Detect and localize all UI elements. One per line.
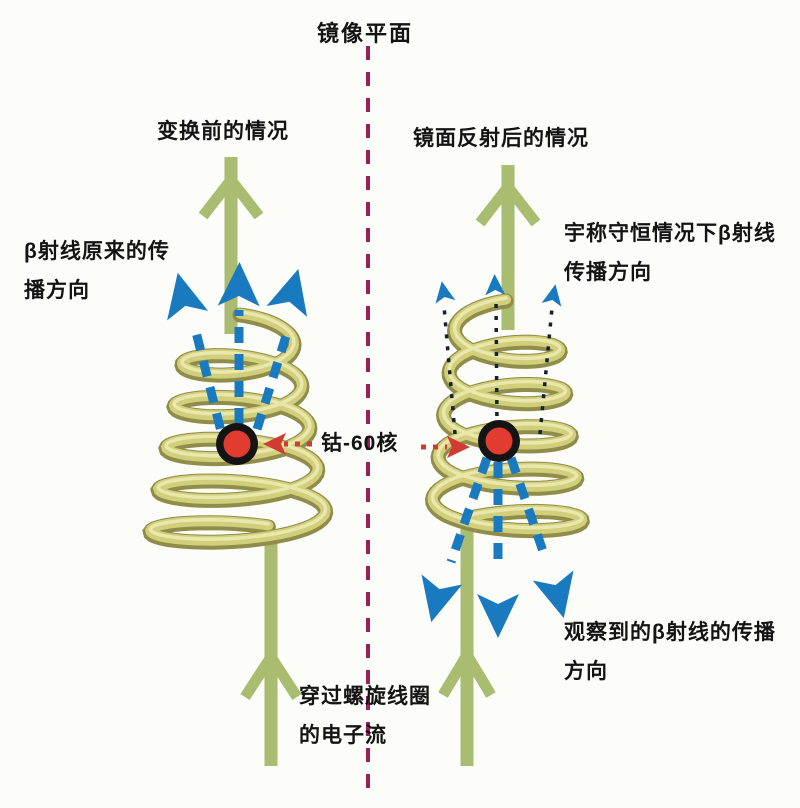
- cobalt-pointer-arrows: [263, 433, 470, 458]
- label-observed-beta-line2: 方向: [564, 660, 608, 683]
- label-parity-conserved-line2: 传播方向: [564, 261, 652, 284]
- right-down-arrowhead-left: [410, 574, 463, 628]
- label-beta-original-line1: β射线原来的传: [24, 240, 170, 263]
- left-beta-arrows-up: [157, 261, 319, 457]
- label-electron-flow-line2: 的电子流: [299, 724, 387, 747]
- left-bottom-arrow-feather: [240, 654, 302, 700]
- left-heading: 变换前的情况: [157, 120, 289, 143]
- cobalt-nucleus-left: [216, 423, 258, 465]
- cobalt-nucleus-right: [478, 420, 520, 462]
- mirror-plane-title: 镜像平面: [317, 21, 414, 46]
- label-electron-flow-line1: 穿过螺旋线圈: [299, 685, 431, 708]
- right-bottom-arrow-feather: [438, 652, 496, 698]
- label-parity-conserved-line1: 宇称守恒情况下β射线: [564, 222, 776, 245]
- right-solenoid-coil: [425, 293, 590, 539]
- label-observed-beta-line1: 观察到的β射线的传播: [564, 621, 776, 644]
- label-cobalt-60: 钴-60核: [321, 432, 399, 455]
- right-beta-arrows-down: [410, 456, 585, 638]
- label-parity-conserved: 宇称守恒情况下β射线 传播方向: [564, 214, 776, 292]
- right-down-arrowhead-center: [477, 594, 519, 638]
- label-beta-original-line2: 播方向: [24, 279, 90, 302]
- label-observed-beta: 观察到的β射线的传播 方向: [564, 613, 776, 691]
- right-small-arrowhead-right: [541, 282, 566, 307]
- right-heading: 镜面反射后的情况: [413, 127, 589, 150]
- right-small-arrowhead-left: [431, 279, 456, 304]
- right-expected-beta-arrows-up: [431, 273, 566, 435]
- right-top-arrow-feather: [475, 183, 541, 227]
- left-up-arrowhead-center: [217, 261, 261, 307]
- label-electron-flow: 穿过螺旋线圈 的电子流: [299, 677, 431, 755]
- left-top-arrow-feather: [198, 176, 264, 220]
- label-beta-original: β射线原来的传 播方向: [24, 232, 170, 310]
- left-up-arrowhead-right: [266, 263, 319, 317]
